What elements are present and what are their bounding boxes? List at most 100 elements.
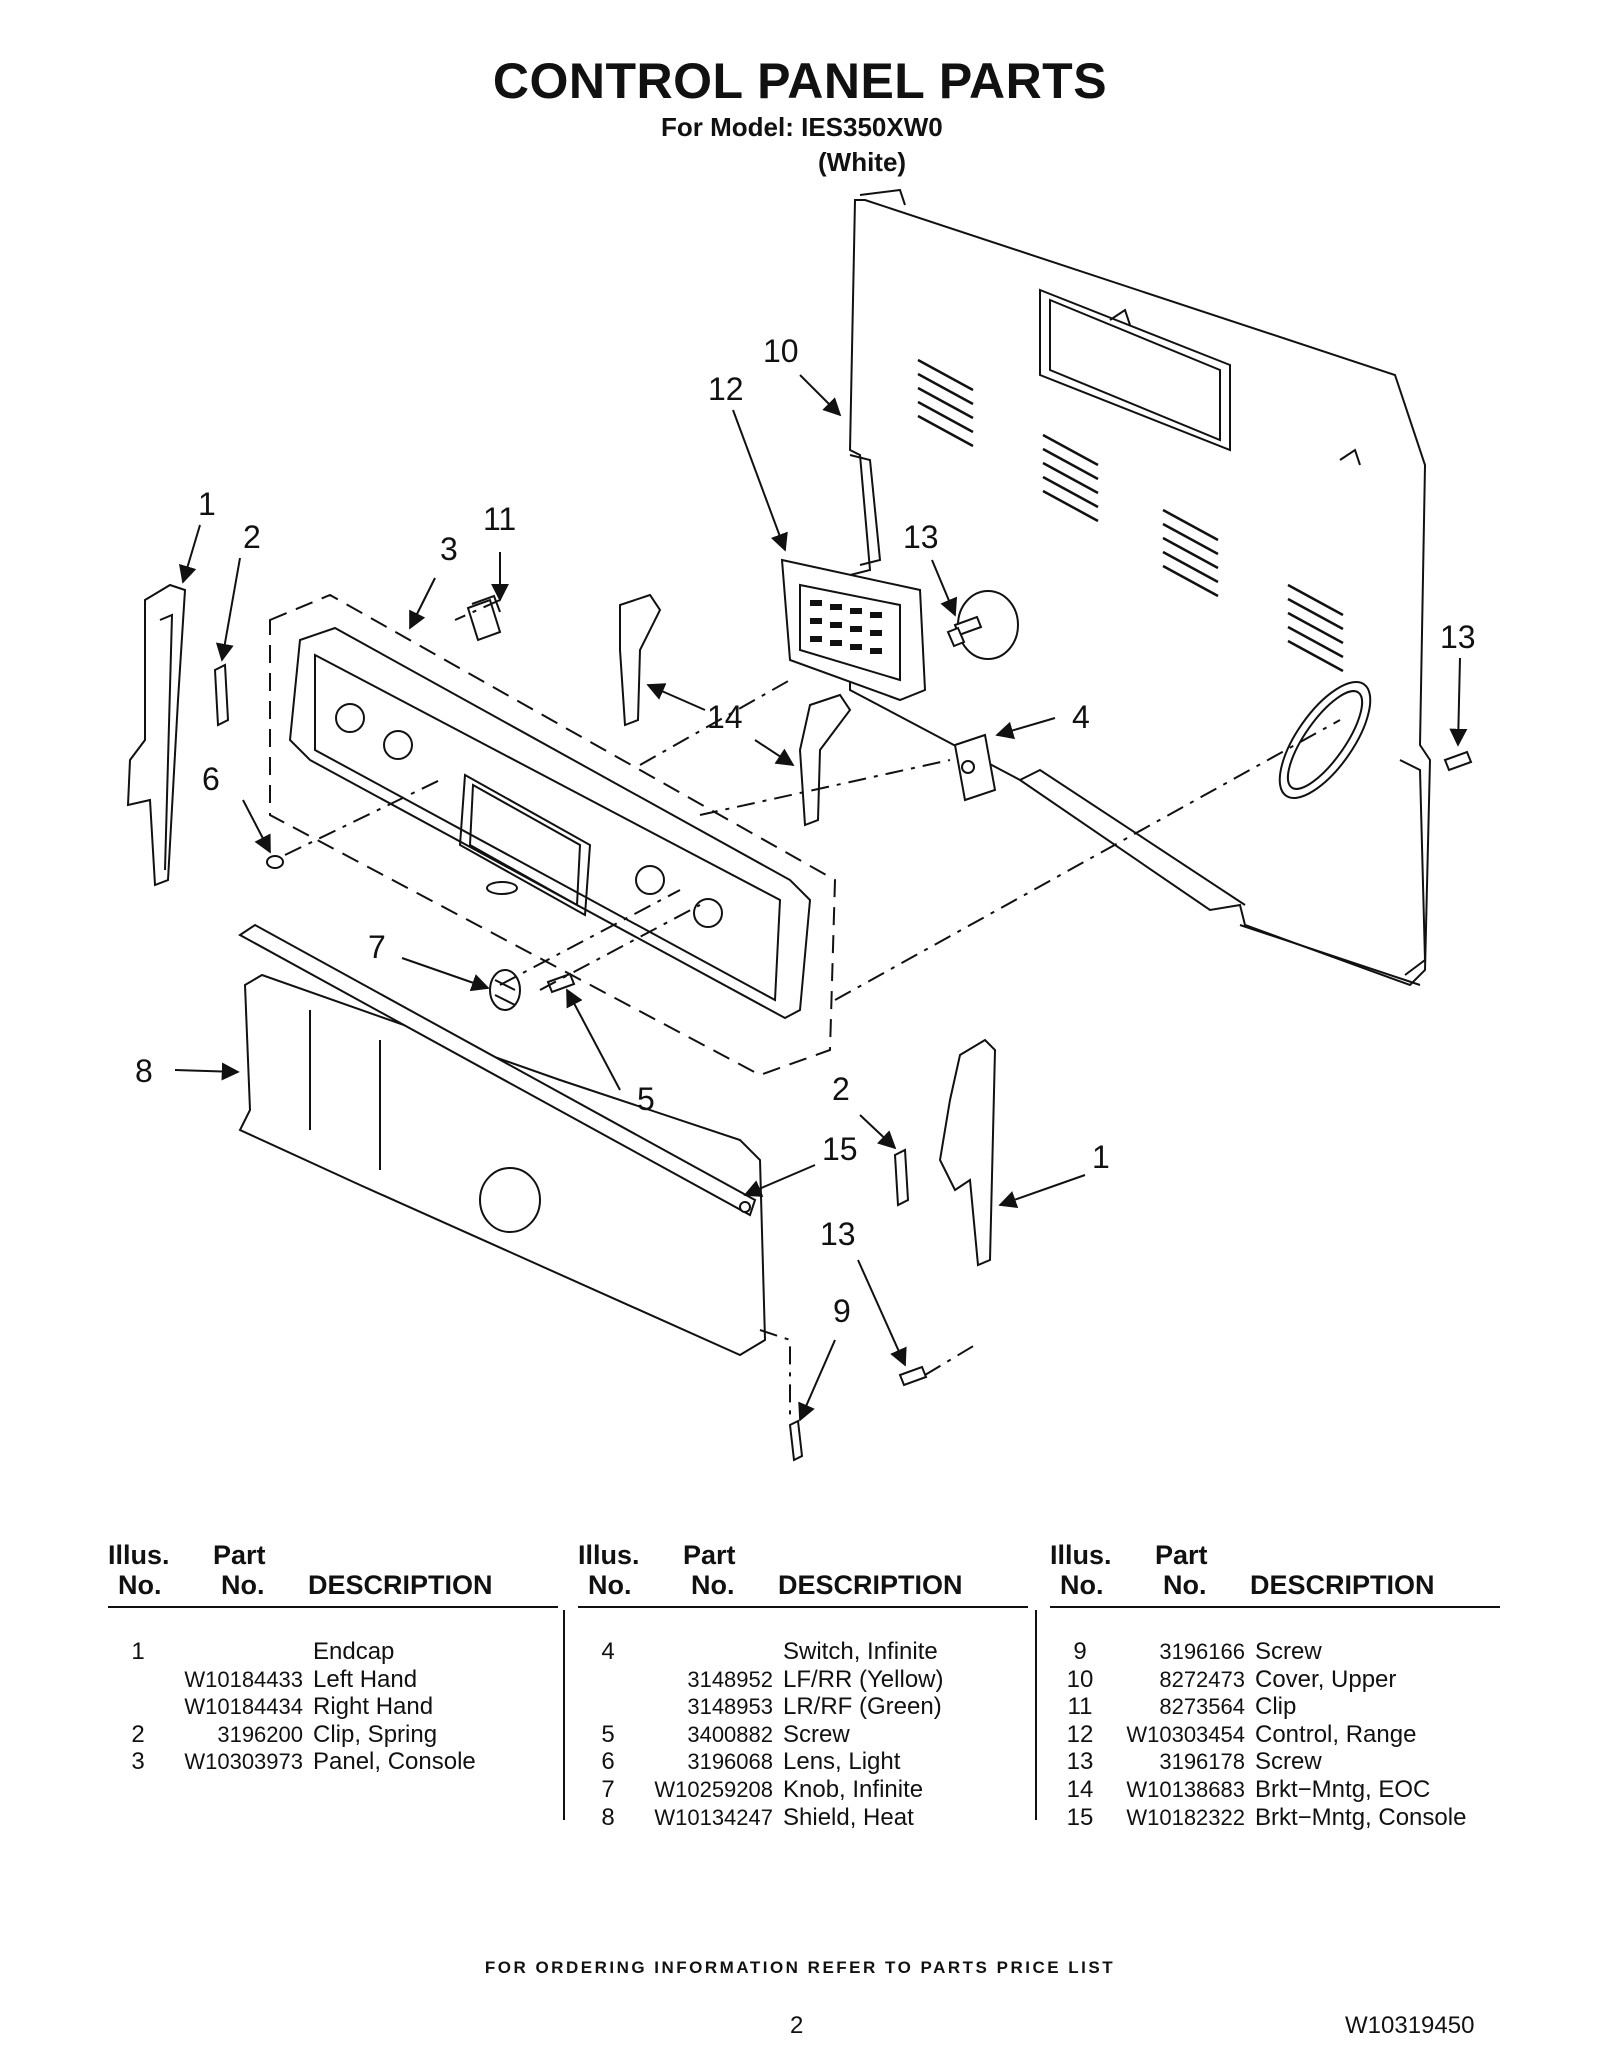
table-row: 12 W10303454 Control, Range — [1050, 1721, 1500, 1749]
alignment-lines — [284, 599, 1341, 1420]
part-description: Shield, Heat — [783, 1803, 914, 1831]
part-description: Clip, Spring — [313, 1720, 438, 1748]
illus-header-line1: Illus. — [1050, 1540, 1112, 1570]
part-number: 3196200 — [217, 1721, 303, 1747]
table-row: 11 8273564 Clip — [1050, 1693, 1500, 1721]
callout-number: 2 — [832, 1071, 850, 1107]
part-number: W10303973 — [184, 1749, 303, 1775]
part-number: W10182322 — [1126, 1804, 1245, 1830]
part-description: Lens, Light — [783, 1748, 901, 1776]
console-bracket-part — [238, 923, 757, 1217]
part-number: 3196166 — [1159, 1639, 1245, 1664]
part-number: W10138683 — [1126, 1776, 1245, 1802]
part-description: Brkt−Mntg, Console — [1255, 1803, 1467, 1831]
part-number: W10134247 — [654, 1804, 773, 1830]
part-number: 3148953 — [687, 1694, 773, 1720]
description-header: DESCRIPTION — [778, 1570, 963, 1600]
spring-clip-left-part — [213, 663, 230, 727]
part-header-line2: No. — [221, 1570, 265, 1600]
callout-number: 2 — [243, 519, 261, 555]
callout-number: 7 — [368, 929, 386, 965]
exploded-parts-diagram: 1 2 3 11 12 10 13 13 4 14 6 7 8 5 2 15 1… — [126, 188, 1476, 1462]
description-header: DESCRIPTION — [308, 1570, 493, 1600]
illus-number: 7 — [601, 1775, 615, 1803]
part-description: Switch, Infinite — [783, 1638, 938, 1665]
spring-clip-right-part — [893, 1148, 910, 1207]
part-description: Right Hand — [313, 1693, 434, 1721]
eoc-bracket-parts — [619, 593, 852, 827]
callout-number: 12 — [708, 371, 744, 407]
clip-11-part — [466, 594, 502, 642]
table-header: Illus. No. Part No. DESCRIPTION — [1050, 1530, 1500, 1608]
callout-number: 13 — [903, 519, 939, 555]
illus-number: 14 — [1066, 1775, 1094, 1803]
illus-header-line1: Illus. — [578, 1540, 640, 1570]
illus-number: 1 — [131, 1638, 145, 1665]
color-line: (White) — [818, 147, 907, 177]
part-header-line1: Part — [683, 1540, 736, 1570]
column-divider — [563, 1610, 565, 1820]
document-number: W10319450 — [1345, 2012, 1475, 2039]
part-number: W10303454 — [1126, 1721, 1245, 1747]
part-number: 3196068 — [687, 1749, 773, 1775]
callout-number: 10 — [763, 333, 799, 369]
part-header-line2: No. — [691, 1570, 735, 1600]
ordering-info-note: FOR ORDERING INFORMATION REFER TO PARTS … — [484, 1958, 1116, 1977]
column-divider — [1035, 1610, 1037, 1820]
screw-13-lower — [898, 1365, 928, 1387]
table-row: 6 3196068 Lens, Light — [578, 1748, 1028, 1776]
callout-arrows — [174, 374, 1468, 1422]
model-line: For Model: IES350XW0 — [661, 112, 943, 142]
part-description: Screw — [1255, 1748, 1322, 1776]
part-description: LF/RR (Yellow) — [783, 1665, 944, 1693]
part-description: Clip — [1255, 1693, 1297, 1721]
illus-number: 15 — [1066, 1803, 1094, 1831]
part-description: Cover, Upper — [1255, 1665, 1397, 1693]
illus-header-line2: No. — [588, 1570, 632, 1600]
callout-number: 13 — [1440, 619, 1476, 655]
console-enclosure-dashed — [269, 593, 837, 1077]
illus-number: 11 — [1067, 1693, 1093, 1721]
illus-number: 12 — [1066, 1720, 1094, 1748]
illus-number: 6 — [601, 1748, 615, 1776]
part-header-line1: Part — [213, 1540, 266, 1570]
description-header: DESCRIPTION — [1250, 1570, 1435, 1600]
part-description: Knob, Infinite — [783, 1775, 924, 1803]
callout-number: 15 — [822, 1131, 858, 1167]
infinite-switch-part — [953, 733, 997, 802]
callout-number: 4 — [1072, 699, 1090, 735]
part-description: Screw — [783, 1720, 850, 1748]
range-control-board-part — [780, 558, 927, 702]
part-number: W10184434 — [184, 1694, 303, 1720]
screw-13-right — [1443, 750, 1473, 772]
illus-header-line2: No. — [118, 1570, 162, 1600]
illus-header-line2: No. — [1060, 1570, 1104, 1600]
part-number: 3148952 — [687, 1666, 773, 1692]
part-header-line2: No. — [1163, 1570, 1207, 1600]
part-description: Endcap — [313, 1638, 395, 1665]
light-lens-part — [266, 855, 284, 869]
illus-number: 10 — [1066, 1665, 1094, 1693]
callout-number: 1 — [198, 486, 216, 522]
callout-number: 1 — [1092, 1139, 1110, 1175]
part-number: 3196178 — [1159, 1749, 1245, 1775]
part-description: Screw — [1255, 1638, 1322, 1665]
infinite-knob-part — [489, 969, 521, 1011]
table-row: 3148952 LF/RR (Yellow) — [578, 1666, 1028, 1694]
illus-number: 9 — [1073, 1638, 1087, 1665]
part-description: Control, Range — [1255, 1720, 1417, 1748]
parts-table-column-3: Illus. No. Part No. DESCRIPTION 9 3196166… — [1050, 1530, 1500, 1831]
part-number: 8273564 — [1159, 1694, 1245, 1720]
